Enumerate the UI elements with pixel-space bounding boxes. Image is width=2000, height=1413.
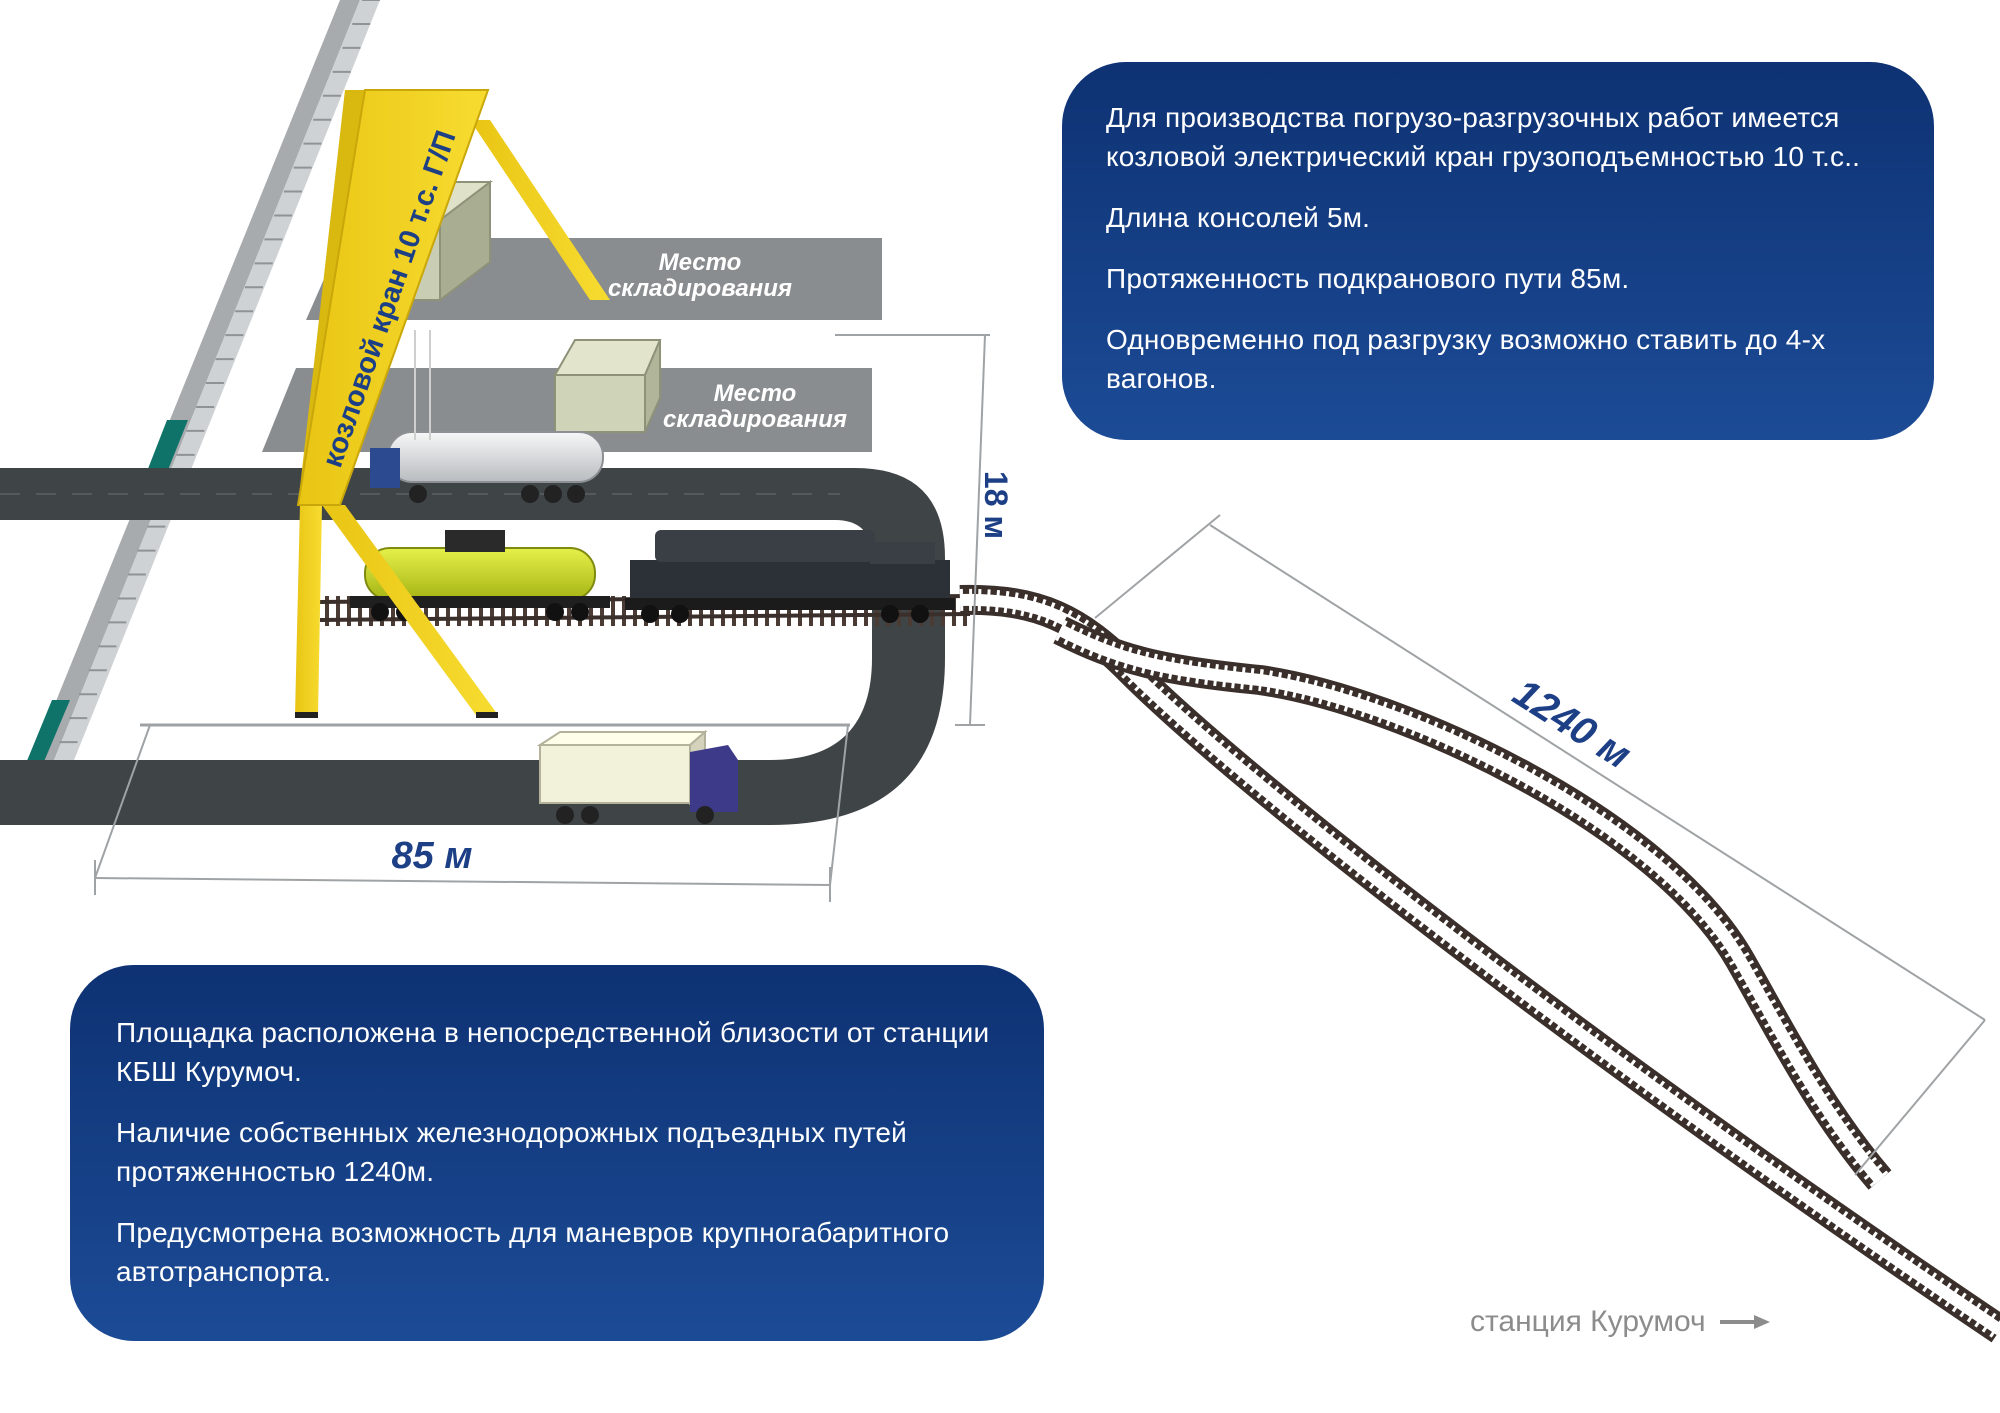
rail-tie	[391, 596, 395, 626]
rail-tie	[952, 596, 956, 626]
rail-tie	[424, 596, 428, 626]
tank-truck	[370, 431, 604, 503]
storage-label-line2: складирования	[608, 275, 792, 302]
crane-leg-left	[295, 505, 322, 715]
rail-tie	[820, 596, 824, 626]
storage-label-line1: Место	[659, 249, 742, 276]
rail-tie	[589, 596, 593, 626]
dimension-label-85m: 85 м	[392, 835, 473, 877]
rail-tie	[941, 596, 945, 626]
dimension-18m: 18 м	[835, 334, 1014, 726]
rail-siding-center	[1057, 624, 1885, 1184]
rail-tie	[369, 596, 373, 626]
rail-tie	[435, 596, 439, 626]
site-info-panel: Площадка расположена в непосредственной …	[70, 965, 1044, 1341]
rail-tie	[908, 596, 912, 626]
rail-tie	[534, 596, 538, 626]
rail-tie	[479, 596, 483, 626]
storage-label-line1: Место	[714, 380, 797, 407]
rail-tie	[622, 596, 626, 626]
locomotive	[625, 530, 955, 623]
approach-railway	[959, 584, 2000, 1343]
info-text: Одновременно под разгрузку возможно став…	[1106, 324, 1826, 394]
rail-tie	[567, 596, 571, 626]
rail-tie	[336, 596, 340, 626]
rail-tie	[853, 596, 857, 626]
rail-tie	[875, 596, 879, 626]
rail-tie	[743, 596, 747, 626]
crane-girder	[296, 89, 490, 506]
storage-label-upper: Место складирования	[608, 249, 792, 302]
box-truck	[536, 729, 738, 824]
road-lower	[0, 612, 945, 825]
info-text: Протяженность подкранового пути 85м.	[1106, 263, 1630, 294]
crane-leg-right-back	[470, 120, 610, 300]
rail-tie	[666, 596, 670, 626]
crane-leg-right-front	[322, 505, 498, 715]
rail-tie	[897, 596, 901, 626]
dimension-1240m: 1240 м	[1094, 514, 1986, 1176]
info-text: Предусмотрена возможность для маневров к…	[116, 1217, 950, 1287]
rail-tie	[512, 596, 516, 626]
rail-tie	[501, 596, 505, 626]
info-text: Площадка расположена в непосредственной …	[116, 1017, 990, 1087]
storage-label-line2: складирования	[663, 406, 847, 433]
rail-tie	[457, 596, 461, 626]
road-upper	[0, 468, 945, 612]
rail-tie	[600, 596, 604, 626]
rail-tie	[446, 596, 450, 626]
storage-label-lower: Место складирования	[663, 380, 847, 433]
dimension-label-18m: 18 м	[978, 471, 1014, 539]
rail-main-center	[959, 593, 2000, 1335]
rail-tie	[864, 596, 868, 626]
crane-info-panel: Для производства погрузо-разгрузочных ра…	[1062, 62, 1934, 440]
rail-tie	[721, 596, 725, 626]
rail-tie	[633, 596, 637, 626]
rail-tie	[710, 596, 714, 626]
rail-tie	[732, 596, 736, 626]
info-text: Наличие собственных железнодорожных подъ…	[116, 1117, 908, 1187]
rail-tie	[523, 596, 527, 626]
rail-tie	[611, 596, 615, 626]
arrow-right-icon	[1719, 1315, 1770, 1329]
rail-tie	[787, 596, 791, 626]
rail-tie	[358, 596, 362, 626]
rail-tie	[798, 596, 802, 626]
rail-tie	[754, 596, 758, 626]
rail-tie	[842, 596, 846, 626]
rail-tie	[776, 596, 780, 626]
rail-tie	[490, 596, 494, 626]
rail-tie	[688, 596, 692, 626]
container-lower	[553, 339, 662, 433]
tank-wagon	[350, 530, 610, 621]
info-text: Длина консолей 5м.	[1106, 202, 1371, 233]
rail-tie	[325, 596, 329, 626]
info-text: Для производства погрузо-разгрузочных ра…	[1106, 102, 1861, 172]
rail-tie	[699, 596, 703, 626]
rail-tie	[831, 596, 835, 626]
dimension-85m: 85 м	[94, 724, 849, 902]
rail-tie	[765, 596, 769, 626]
rail-tie	[468, 596, 472, 626]
station-direction: станция Курумоч	[1470, 1302, 1770, 1342]
rail-tie	[347, 596, 351, 626]
station-label: станция Курумоч	[1470, 1305, 1706, 1338]
rail-tie	[930, 596, 934, 626]
rail-tie	[809, 596, 813, 626]
